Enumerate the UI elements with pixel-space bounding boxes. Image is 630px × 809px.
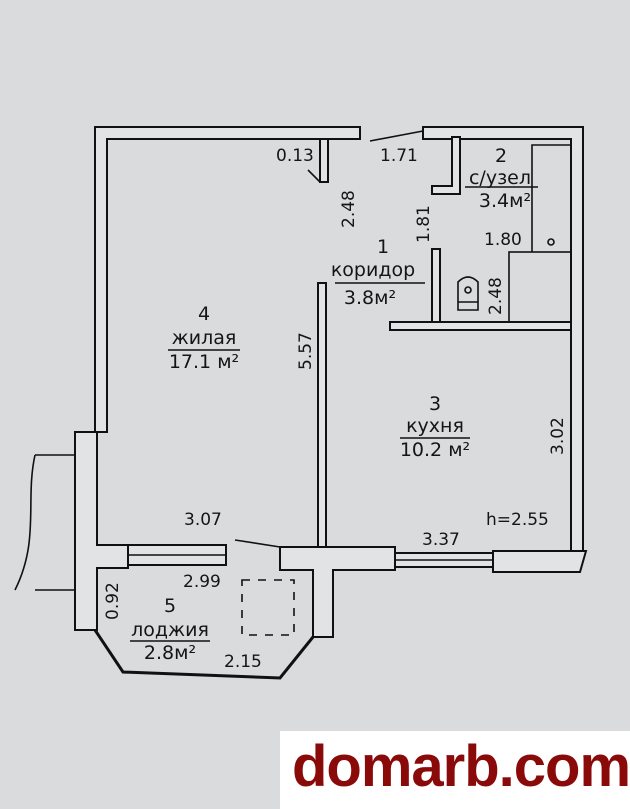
svg-text:2.48: 2.48 bbox=[339, 190, 359, 228]
room-1-label: 1 коридор 3.8м² bbox=[331, 236, 425, 309]
svg-text:0.92: 0.92 bbox=[103, 582, 123, 620]
svg-text:10.2 м²: 10.2 м² bbox=[400, 439, 470, 461]
svg-text:2.48: 2.48 bbox=[486, 277, 506, 315]
walls bbox=[14, 126, 588, 680]
svg-text:1.71: 1.71 bbox=[380, 146, 418, 166]
room-3-label: 3 кухня 10.2 м² bbox=[400, 393, 470, 461]
svg-text:коридор: коридор bbox=[331, 259, 415, 281]
svg-text:0.13: 0.13 bbox=[276, 146, 314, 166]
svg-text:2.99: 2.99 bbox=[183, 572, 221, 592]
room-4-label: 4 жилая 17.1 м² bbox=[168, 303, 240, 373]
svg-text:3.07: 3.07 bbox=[184, 510, 222, 530]
dimensions: 0.13 1.71 2.48 1.81 1.80 2.48 5.57 3.02 … bbox=[103, 146, 568, 672]
svg-text:3.02: 3.02 bbox=[548, 417, 568, 455]
svg-text:2.15: 2.15 bbox=[224, 652, 262, 672]
ceiling-height: h=2.55 bbox=[486, 510, 549, 530]
svg-text:17.1 м²: 17.1 м² bbox=[169, 351, 239, 373]
watermark-box: domarb.com bbox=[280, 731, 630, 809]
svg-text:3.37: 3.37 bbox=[422, 530, 460, 550]
svg-text:2: 2 bbox=[495, 145, 507, 167]
svg-text:3.4м²: 3.4м² bbox=[479, 190, 531, 212]
svg-text:с/узел: с/узел bbox=[469, 167, 531, 189]
svg-text:кухня: кухня bbox=[406, 415, 464, 437]
watermark-text: domarb.com bbox=[292, 734, 630, 799]
svg-text:жилая: жилая bbox=[172, 327, 237, 349]
svg-text:1.81: 1.81 bbox=[414, 205, 434, 243]
svg-text:2.8м²: 2.8м² bbox=[144, 642, 196, 664]
svg-text:5: 5 bbox=[164, 595, 176, 617]
svg-text:3.8м²: 3.8м² bbox=[344, 287, 396, 309]
room-5-label: 5 лоджия 2.8м² bbox=[130, 595, 210, 664]
sink-icon bbox=[547, 238, 555, 246]
svg-text:лоджия: лоджия bbox=[131, 619, 209, 641]
svg-text:1: 1 bbox=[377, 236, 389, 258]
svg-text:1.80: 1.80 bbox=[484, 230, 522, 250]
svg-text:3: 3 bbox=[429, 393, 441, 415]
svg-text:4: 4 bbox=[198, 303, 210, 325]
svg-text:5.57: 5.57 bbox=[296, 332, 316, 370]
toilet-icon bbox=[457, 276, 479, 311]
room-2-label: 2 с/узел 3.4м² bbox=[465, 145, 538, 212]
